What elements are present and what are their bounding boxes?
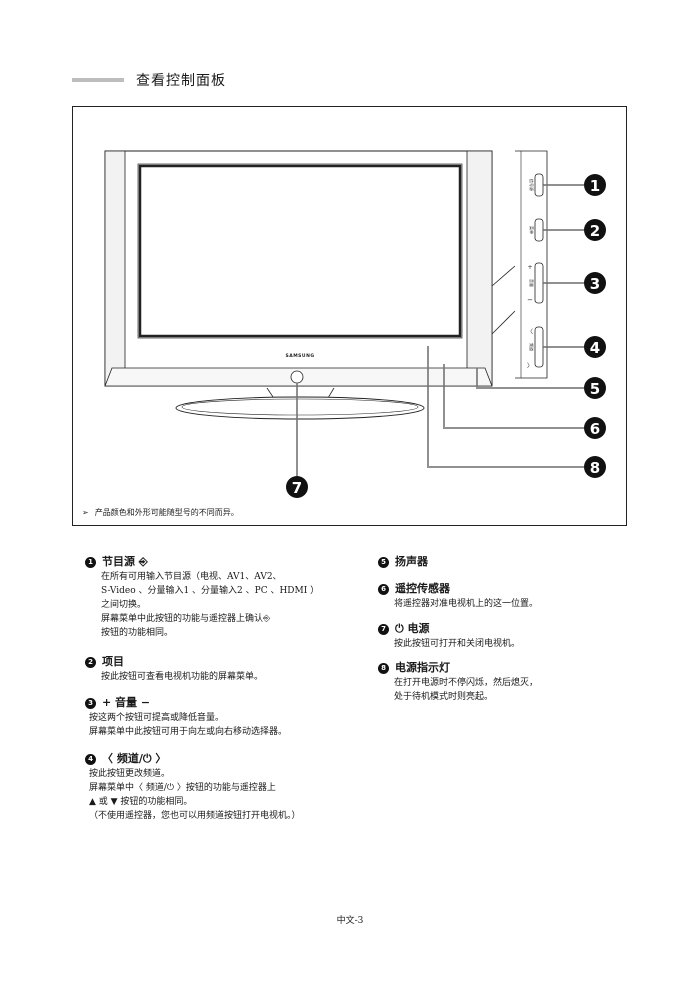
list-item-source: 1 节目源 ⎆ 在所有可用输入节目源（电视、AV1、AV2、 S-Video 、分… [85, 555, 319, 640]
item-number-badge: 7 [378, 624, 389, 635]
callout-badge-1 [584, 174, 606, 196]
item-line: （不使用遥控器，您也可以用频道按钮打开电视机。） [89, 811, 301, 821]
item-number-badge: 5 [378, 557, 389, 568]
side-panel-outline [515, 150, 548, 379]
item-number-badge: 6 [378, 584, 389, 595]
item-number-badge: 3 [85, 698, 96, 709]
svg-text:7: 7 [292, 479, 302, 497]
note-arrow-icon: ➢ [82, 508, 89, 517]
item-number-badge: 2 [85, 657, 96, 668]
item-line: S-Video 、分量输入1 、分量输入2 、PC 、HDMI ） [101, 586, 320, 596]
callout-badge-8 [584, 456, 606, 478]
item-line: 之间切换。 [101, 600, 147, 610]
item-line: 屏幕菜单中此按钮可用于向左或向右移动选择器。 [89, 727, 288, 737]
item-number-badge: 8 [378, 663, 389, 674]
diagram-note: ➢ 产品颜色和外形可能随型号的不同而异。 [82, 507, 239, 518]
side-label-source: 信号源 [529, 179, 535, 191]
title-decoration-bar [72, 78, 124, 82]
list-item-remote-sensor: 6 遥控传感器 将遥控器对准电视机上的这一位置。 [378, 582, 538, 611]
item-number-badge: 1 [85, 557, 96, 568]
item-line: 按钮的功能相同。 [101, 628, 174, 638]
item-line: 按这两个按钮可提高或降低音量。 [89, 713, 225, 723]
note-text: 产品颜色和外形可能随型号的不同而异。 [94, 508, 239, 517]
page-number: 中文-3 [336, 916, 364, 926]
item-heading: 节目源 ⎆ [102, 555, 148, 568]
tv-screen [138, 164, 462, 338]
side-label-menu: 菜单 [529, 226, 535, 234]
callout-badge-7 [286, 476, 308, 498]
item-heading: 电源指示灯 [395, 661, 450, 674]
side-button-menu [534, 218, 544, 242]
power-button-marker [290, 370, 304, 384]
svg-text:〈: 〈 [527, 329, 533, 336]
page-title: 查看控制面板 [136, 73, 226, 89]
list-item-channel: 4 〈 频道/⏻ 〉 按此按钮更改频道。 屏幕菜单中〈 频道/⏻ 〉按钮的功能与遥… [85, 752, 301, 823]
side-button-channel [534, 326, 544, 368]
callout-badge-2 [584, 219, 606, 241]
item-heading: 扬声器 [395, 555, 428, 568]
svg-text:2: 2 [590, 222, 600, 240]
svg-text:4: 4 [590, 339, 600, 357]
svg-text:〉: 〉 [527, 363, 533, 370]
svg-text:1: 1 [590, 177, 600, 195]
side-button-volume [534, 262, 544, 304]
svg-text:6: 6 [590, 420, 600, 438]
diagram-frame [72, 106, 627, 526]
list-item-power-indicator: 8 电源指示灯 在打开电源时不停闪烁，然后熄灭， 处于待机模式时则亮起。 [378, 661, 538, 704]
item-line: 按此按钮更改频道。 [89, 769, 171, 779]
side-label-channel: 频道 [529, 343, 535, 351]
svg-text:8: 8 [590, 459, 600, 477]
item-line: 在打开电源时不停闪烁，然后熄灭， [394, 678, 539, 688]
side-label-volume: 音量 [529, 279, 535, 287]
svg-text:5: 5 [590, 380, 600, 398]
callout-badge-3 [584, 272, 606, 294]
item-line: 在所有可用输入节目源（电视、AV1、AV2、 [101, 572, 282, 582]
svg-text:−: − [527, 296, 533, 304]
callout-badge-6 [584, 417, 606, 439]
item-heading: ⏻ 电源 [395, 622, 430, 635]
list-item-volume: 3 + 音量 − 按这两个按钮可提高或降低音量。 屏幕菜单中此按钮可用于向左或向右… [85, 696, 287, 739]
tv-brand-logo: SAMSUNG [285, 353, 314, 359]
item-heading: + 音量 − [102, 696, 151, 709]
item-heading: 〈 频道/⏻ 〉 [102, 752, 167, 765]
item-line: 处于待机模式时则亮起。 [394, 692, 494, 702]
item-number-badge: 4 [85, 754, 96, 765]
tv-side-right [466, 150, 493, 387]
callout-badge-5 [584, 377, 606, 399]
svg-text:+: + [527, 264, 532, 271]
item-line: 将遥控器对准电视机上的这一位置。 [394, 599, 539, 609]
item-line: 按此按钮可查看电视机功能的屏幕菜单。 [101, 672, 264, 682]
list-item-power: 7 ⏻ 电源 按此按钮可打开和关闭电视机。 [378, 622, 520, 651]
callout-badge-4 [584, 336, 606, 358]
list-item-speaker: 5 扬声器 [378, 555, 428, 570]
item-heading: 遥控传感器 [395, 582, 450, 595]
list-item-menu: 2 项目 按此按钮可查看电视机功能的屏幕菜单。 [85, 655, 263, 684]
item-line: 屏幕菜单中此按钮的功能与遥控器上确认⎆ [101, 614, 271, 624]
svg-text:3: 3 [590, 275, 600, 293]
tv-stand-base [175, 396, 425, 420]
tv-side-left [104, 150, 126, 387]
control-panel-diagram: SAMSUNG 信号源 菜单 音量 + − 频道 〈 〉 [104, 150, 606, 498]
item-heading: 项目 [102, 655, 124, 668]
item-line: 屏幕菜单中〈 频道/⏻ 〉按钮的功能与遥控器上 [89, 783, 276, 793]
item-line: 按此按钮可打开和关闭电视机。 [394, 639, 521, 649]
item-line: ▲ 或 ▼ 按钮的功能相同。 [89, 797, 193, 807]
side-button-source [534, 173, 544, 197]
